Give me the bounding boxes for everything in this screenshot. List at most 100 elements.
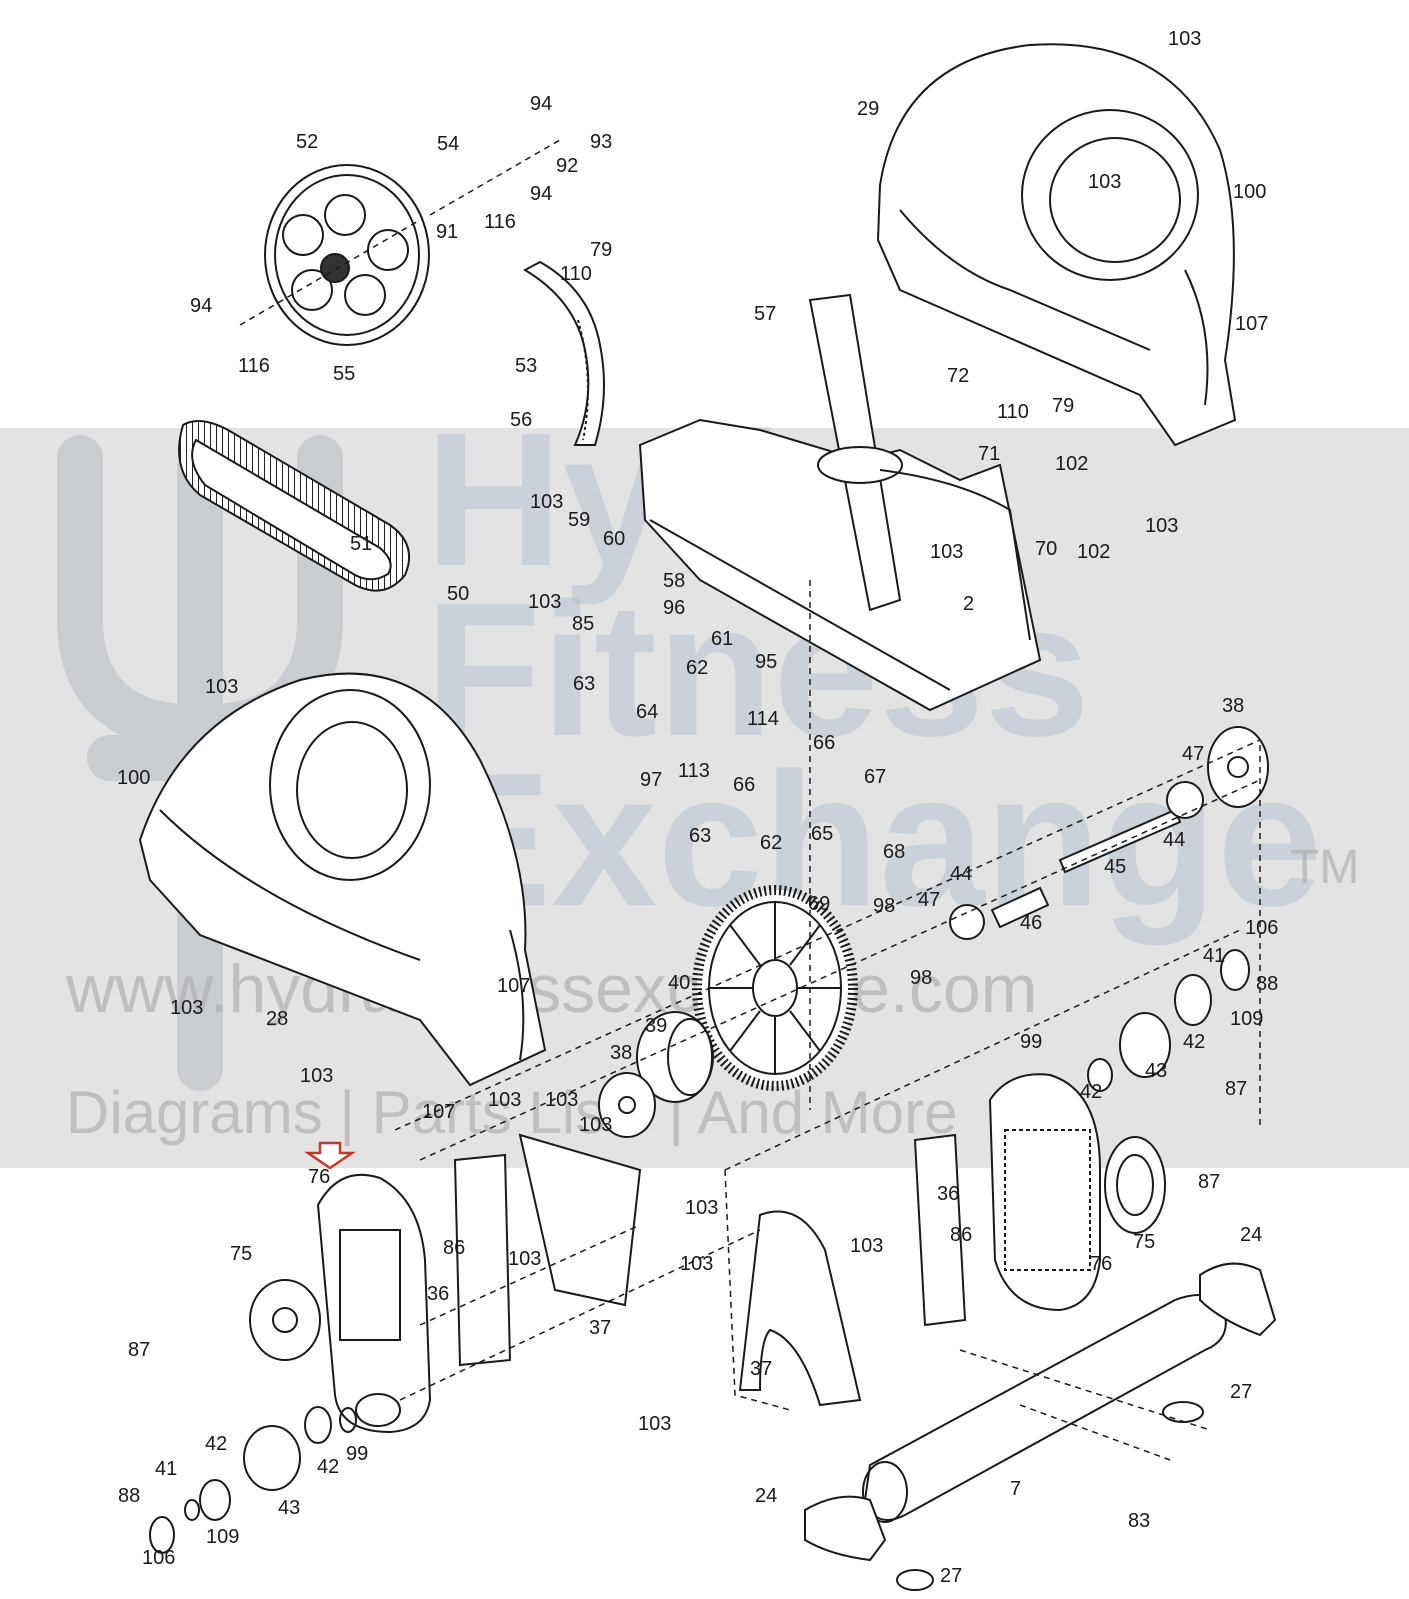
part-label-24: 24 (1240, 1224, 1262, 1246)
part-label-24: 24 (755, 1485, 777, 1507)
part-pulley-40 (692, 885, 858, 1091)
part-label-87: 87 (1198, 1171, 1220, 1193)
part-label-72: 72 (947, 365, 969, 387)
part-label-103: 103 (530, 491, 563, 513)
part-label-27: 27 (1230, 1381, 1252, 1403)
part-bracket-36-right (913, 1133, 967, 1327)
part-label-63: 63 (573, 673, 595, 695)
part-label-45: 45 (1104, 856, 1126, 878)
part-label-103: 103 (205, 676, 238, 698)
part-label-7: 7 (1010, 1478, 1021, 1500)
part-label-106: 106 (142, 1547, 175, 1569)
part-label-94: 94 (190, 295, 212, 317)
part-label-38: 38 (1222, 695, 1244, 717)
part-label-96: 96 (663, 597, 685, 619)
part-label-43: 43 (278, 1497, 300, 1519)
part-pulley-75-right (1104, 1136, 1166, 1234)
part-label-75: 75 (1133, 1231, 1155, 1253)
part-label-103: 103 (685, 1197, 718, 1219)
part-label-103: 103 (528, 591, 561, 613)
part-label-99: 99 (346, 1443, 368, 1465)
part-label-103: 103 (1088, 171, 1121, 193)
part-label-98: 98 (910, 967, 932, 989)
part-label-67: 67 (864, 766, 886, 788)
part-label-103: 103 (488, 1089, 521, 1111)
part-label-51: 51 (350, 533, 372, 555)
part-label-87: 87 (1225, 1078, 1247, 1100)
part-label-42: 42 (1080, 1081, 1102, 1103)
part-label-103: 103 (300, 1065, 333, 1087)
part-label-110: 110 (997, 401, 1029, 423)
part-label-99: 99 (1020, 1031, 1042, 1053)
part-label-97: 97 (640, 769, 662, 791)
part-crank-housing-76-right (988, 1073, 1101, 1312)
part-foot-27 (896, 1401, 1204, 1591)
part-label-106: 106 (1245, 917, 1278, 939)
part-label-2: 2 (963, 593, 974, 615)
part-label-37: 37 (750, 1358, 772, 1380)
part-label-71: 71 (978, 443, 1000, 465)
part-label-103: 103 (638, 1413, 671, 1435)
watermark-trademark: TM (1290, 841, 1360, 894)
part-label-98: 98 (873, 895, 895, 917)
part-label-75: 75 (230, 1243, 252, 1265)
part-label-100: 100 (1233, 181, 1266, 203)
part-label-103: 103 (850, 1235, 883, 1257)
part-label-94: 94 (530, 183, 552, 205)
part-label-68: 68 (883, 841, 905, 863)
part-label-60: 60 (603, 528, 625, 550)
assembly-lines (239, 139, 1261, 1461)
part-label-94: 94 (530, 93, 552, 115)
part-label-107: 107 (422, 1101, 455, 1123)
part-label-42: 42 (1183, 1031, 1205, 1053)
part-label-109: 109 (206, 1526, 239, 1548)
part-label-41: 41 (155, 1458, 177, 1480)
watermark-brand-line3: Exchange (425, 734, 1323, 946)
part-label-92: 92 (556, 155, 578, 177)
part-label-62: 62 (686, 657, 708, 679)
part-label-95: 95 (755, 651, 777, 673)
part-label-116: 116 (238, 355, 270, 377)
part-label-64: 64 (636, 701, 658, 723)
part-label-36: 36 (427, 1283, 449, 1305)
part-label-65: 65 (811, 823, 833, 845)
part-label-42: 42 (317, 1456, 339, 1478)
part-label-91: 91 (436, 221, 458, 243)
part-label-86: 86 (950, 1224, 972, 1246)
part-label-103: 103 (579, 1114, 612, 1136)
part-label-63: 63 (689, 825, 711, 847)
part-label-66: 66 (733, 774, 755, 796)
part-label-41: 41 (1203, 945, 1225, 967)
part-label-86: 86 (443, 1237, 465, 1259)
part-label-83: 83 (1128, 1510, 1150, 1532)
part-bearing-44 (949, 781, 1204, 940)
part-label-47: 47 (918, 889, 940, 911)
part-shroud-left (138, 672, 547, 1087)
part-label-103: 103 (1145, 515, 1178, 537)
part-label-103: 103 (930, 541, 963, 563)
part-belt-51 (178, 420, 410, 592)
part-label-76: 76 (1090, 1253, 1112, 1275)
part-label-59: 59 (568, 509, 590, 531)
part-label-40: 40 (668, 972, 690, 994)
part-label-55: 55 (333, 363, 355, 385)
part-label-44: 44 (950, 863, 972, 885)
part-label-27: 27 (940, 1565, 962, 1587)
part-main-frame-2 (638, 293, 1042, 712)
part-label-100: 100 (117, 767, 150, 789)
part-cover-37-right (738, 1210, 862, 1407)
part-label-42: 42 (205, 1433, 227, 1455)
part-label-85: 85 (572, 613, 594, 635)
part-label-109: 109 (1230, 1008, 1263, 1030)
part-label-103: 103 (508, 1248, 541, 1270)
part-label-88: 88 (1256, 973, 1278, 995)
part-label-29: 29 (857, 98, 879, 120)
part-label-28: 28 (266, 1008, 288, 1030)
watermark-url: www.hydrafitnessexchange.com (66, 951, 1038, 1027)
part-label-44: 44 (1163, 829, 1185, 851)
part-label-103: 103 (680, 1253, 713, 1275)
part-axle-45 (990, 808, 1182, 929)
part-disk-38-left (598, 1072, 656, 1138)
